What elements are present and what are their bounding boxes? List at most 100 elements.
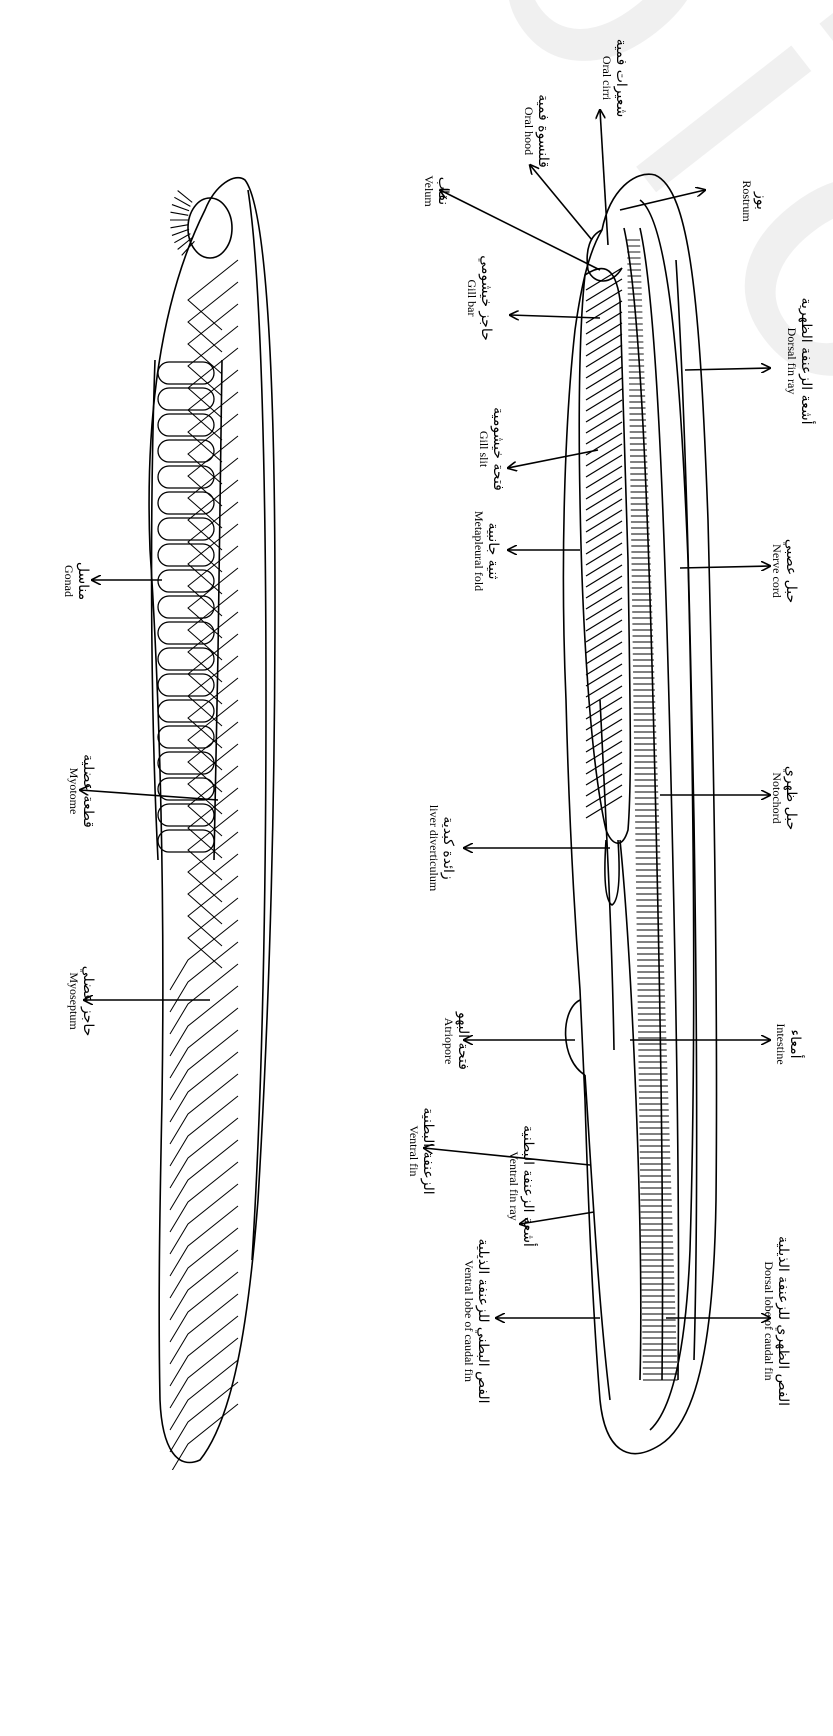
gill-bar-line (586, 631, 622, 653)
gill-bar-line (586, 554, 622, 576)
label-metapleural-fold: ثنية جانبيةMetapleural fold (449, 486, 501, 616)
gonad-lobe (158, 726, 214, 748)
arrow-dorsal-fin-ray (685, 368, 770, 370)
myotome-chevron (170, 1382, 238, 1452)
gill-bar-line (586, 378, 622, 400)
gill-bar-line (586, 598, 622, 620)
gonad-lobe (158, 804, 214, 826)
gill-bar-line (586, 675, 622, 697)
cirrus (172, 205, 189, 211)
gonad-lobes (158, 362, 214, 852)
left-specimen (149, 178, 275, 1463)
myotome-chevron (188, 502, 238, 572)
cirrus (172, 229, 189, 235)
gill-bar-line (586, 741, 622, 763)
label-atriopore: فتحة البهوAtriopore (419, 986, 471, 1096)
gill-bar-line (586, 620, 622, 642)
arrow-rostrum (620, 190, 705, 210)
gill-bar-line (586, 697, 622, 719)
gill-bar-line (586, 422, 622, 444)
amphioxus-diagram: biomedico (0, 0, 833, 1470)
myotome-chevron (170, 1228, 238, 1298)
myotome-chevron (170, 986, 238, 1056)
myotome-chevron (188, 832, 238, 902)
myotome-chevron (170, 1250, 238, 1320)
label-liver-diverticulum: زائدة كبديةliver diverticulum (404, 778, 456, 918)
gonad-lobe (158, 544, 214, 566)
gonad-lobe (158, 440, 214, 462)
gill-bar-line (586, 301, 622, 323)
label-gill-bar: حاجز خيشوميGill bar (442, 238, 494, 358)
gill-bar-line (586, 345, 622, 367)
gill-bar-line (586, 521, 622, 543)
myotome-chevron (170, 1162, 238, 1232)
gill-bar-line (586, 532, 622, 554)
myotome-chevron (188, 546, 238, 616)
myotome-chevron (188, 326, 238, 396)
gill-bar-line (586, 565, 622, 587)
gill-bar-line (586, 290, 622, 312)
gill-bar-line (586, 367, 622, 389)
myotome-chevron (170, 1360, 238, 1430)
myotome-chevron (188, 854, 238, 924)
myotome-chevron (188, 282, 238, 352)
gill-bar-line (586, 587, 622, 609)
gill-bar-line (586, 686, 622, 708)
gill-bar-line (586, 312, 622, 334)
gonad-lobe (158, 648, 214, 670)
left-leader-arrows (80, 580, 218, 1000)
myotome-chevron (188, 898, 238, 968)
myotome-chevron (170, 1008, 238, 1078)
cirrus (170, 225, 188, 228)
myotome-chevron (170, 1140, 238, 1210)
gill-bar-line (586, 510, 622, 532)
label-dorsal-lobe: الفص الظهري للزعنفة الذيليةDorsal lobe o… (739, 1216, 791, 1426)
label-nerve-cord: حبل عصبيNerve cord (747, 516, 799, 626)
cirrus (170, 212, 188, 215)
gill-bar-line (586, 279, 622, 301)
gonad-lobe (158, 362, 214, 384)
gill-bar-line (586, 664, 622, 686)
gonad-lobe (158, 674, 214, 696)
gonad-lobe (158, 622, 214, 644)
gonad-lobe (158, 518, 214, 540)
gill-bar-line (586, 455, 622, 477)
gill-bar-line (586, 708, 622, 730)
gill-bar-line (586, 499, 622, 521)
myotome-chevron (170, 1206, 238, 1276)
arrow-myotome (80, 790, 218, 800)
gill-bar-line (586, 642, 622, 664)
gill-bar-line (586, 411, 622, 433)
gill-bar-line (586, 323, 622, 345)
myotome-chevron (188, 348, 238, 418)
oral-cirri-lines (170, 191, 194, 256)
gill-bar-line (586, 609, 622, 631)
cirrus (182, 241, 195, 255)
myotome-chevron (170, 1030, 238, 1100)
gill-bar-line (586, 796, 622, 818)
myotome-chevron (170, 1096, 238, 1166)
gonad-lobe (158, 570, 214, 592)
label-intestine: أمعاءIntestine (751, 999, 803, 1089)
myotome-chevron (188, 260, 238, 330)
gill-bar-line (586, 389, 622, 411)
myotome-chevron (170, 1316, 238, 1386)
label-myoseptum: حاجز عضليMyoseptum (44, 951, 96, 1051)
gill-bar-line (586, 356, 622, 378)
gonad-lobe (158, 830, 214, 852)
myotome-chevron (170, 1272, 238, 1342)
arrow-gill-bar (510, 315, 600, 318)
label-ventral-fin: الزعنفة البطنيةVentral fin (384, 1091, 436, 1211)
gill-bar-line (586, 466, 622, 488)
gill-bar-line (586, 576, 622, 598)
myotome-chevrons (170, 260, 238, 1470)
gill-bar-line (586, 653, 622, 675)
myotome-chevron (170, 1294, 238, 1364)
